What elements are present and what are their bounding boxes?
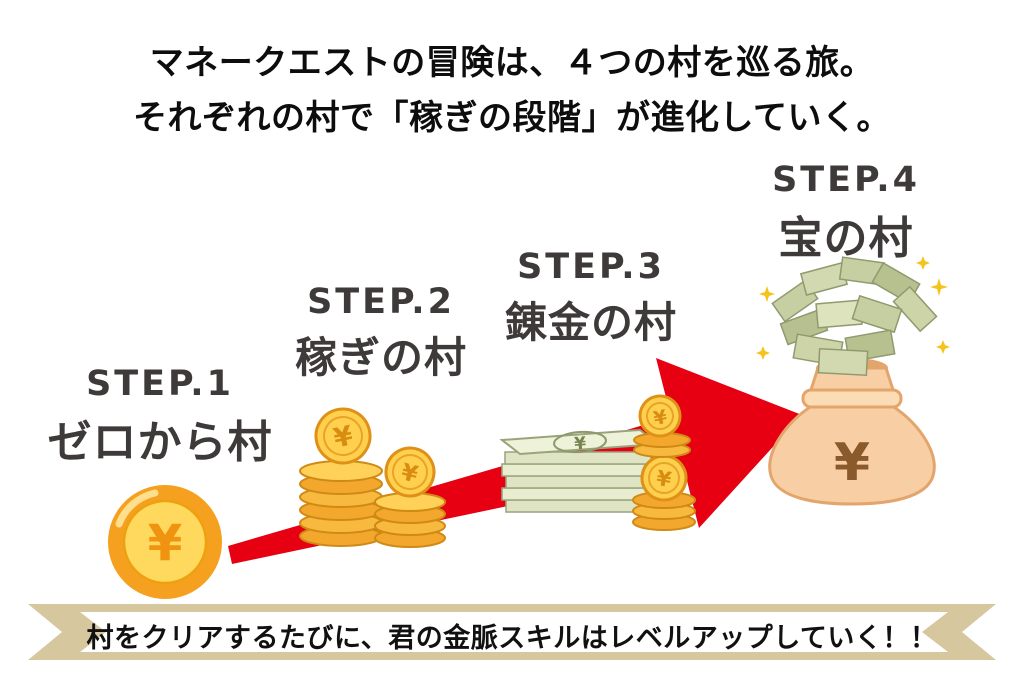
coin-face-top: ¥ bbox=[314, 407, 372, 465]
title-line-2: それぞれの村で「稼ぎの段階」が進化していく。 bbox=[133, 98, 891, 139]
coin-inner bbox=[122, 499, 208, 585]
yen-symbol: ¥ bbox=[574, 434, 587, 455]
banknote-layers bbox=[501, 451, 653, 513]
yen-symbol: ¥ bbox=[399, 459, 421, 488]
yen-symbol: ¥ bbox=[652, 406, 670, 430]
sparkle-icon bbox=[756, 256, 950, 360]
step-1-name: ゼロから村 bbox=[47, 417, 273, 468]
yen-symbol: ¥ bbox=[148, 514, 183, 572]
step-4-name: 宝の村 bbox=[778, 213, 914, 264]
step-3-number: STEP.3 bbox=[517, 247, 665, 287]
step-2: STEP.2 稼ぎの村 bbox=[275, 282, 487, 385]
coin-stack-right bbox=[374, 492, 446, 548]
bill-pile bbox=[771, 256, 938, 377]
title-line-1: マネークエストの冒険は、４つの村を巡る旅。 bbox=[149, 43, 875, 83]
bag-body bbox=[768, 403, 936, 506]
gold-coin-icon: ¥ bbox=[108, 485, 222, 599]
step-3-name: 錬金の村 bbox=[504, 298, 677, 347]
banner-text: 村をクリアするたびに、君の金脈スキルはレベルアップしていく！！ bbox=[86, 623, 938, 654]
bag-tie bbox=[801, 388, 903, 409]
step-1-number: STEP.1 bbox=[86, 364, 234, 404]
step-3: STEP.3 錬金の村 bbox=[485, 247, 697, 350]
coin-highlight bbox=[115, 489, 159, 528]
banner-ribbon bbox=[28, 604, 996, 660]
step-2-name: 稼ぎの村 bbox=[294, 333, 467, 382]
step-4: STEP.4 宝の村 bbox=[740, 160, 952, 266]
coin-face-side: ¥ bbox=[384, 446, 436, 498]
step-2-number: STEP.2 bbox=[307, 282, 455, 322]
coin-face-upper: ¥ bbox=[638, 394, 682, 438]
yen-symbol: ¥ bbox=[834, 433, 870, 493]
money-bag-icon: ¥ bbox=[756, 256, 950, 506]
banner-ribbon-inner bbox=[80, 612, 948, 652]
page-title: マネークエストの冒険は、４つの村を巡る旅。 それぞれの村で「稼ぎの段階」が進化し… bbox=[0, 36, 1024, 146]
step-4-number: STEP.4 bbox=[772, 160, 920, 200]
banknote-oval bbox=[553, 430, 607, 454]
coin-stacks-icon: ¥ ¥ bbox=[299, 407, 446, 548]
step-1: STEP.1 ゼロから村 bbox=[20, 364, 300, 470]
coin-stack-left bbox=[299, 460, 383, 547]
banknote-stack-icon: ¥ ¥ ¥ bbox=[499, 394, 696, 531]
small-coin-stack-upper bbox=[633, 432, 691, 458]
yen-symbol: ¥ bbox=[655, 466, 674, 492]
